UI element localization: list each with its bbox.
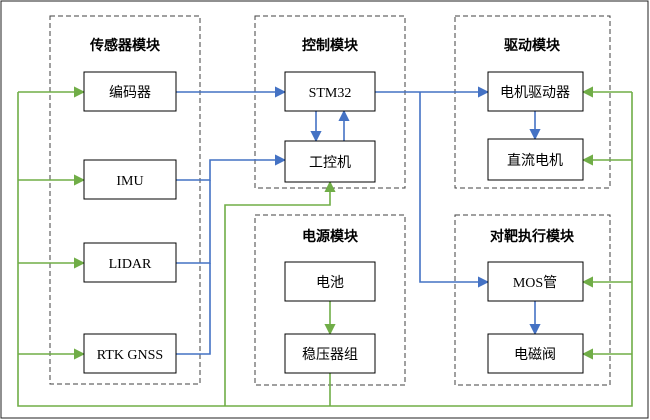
block-dc-motor-label: 直流电机 (507, 152, 563, 169)
block-dc-motor: 直流电机 (487, 138, 584, 181)
block-regulator-label: 稳压器组 (302, 347, 358, 363)
block-imu: IMU (83, 159, 177, 200)
block-lidar-label: LIDAR (109, 257, 152, 272)
block-encoder: 编码器 (83, 71, 177, 112)
block-ipc-label: 工控机 (309, 155, 351, 171)
block-solenoid: 电磁阀 (487, 333, 584, 374)
stm32-to-mos (419, 92, 490, 288)
rtk-to-ipc (176, 263, 211, 355)
block-battery: 电池 (284, 261, 376, 302)
block-stm32-label: STM32 (309, 86, 352, 101)
drive-module-title: 驱动模块 (504, 37, 561, 54)
block-rtk: RTK GNSS (83, 333, 177, 374)
power-to-ipc (224, 180, 336, 406)
block-motor-driver-label: 电机驱动器 (500, 85, 570, 101)
block-ipc: 工控机 (284, 140, 376, 183)
power-wires (17, 86, 633, 407)
block-rtk-label: RTK GNSS (97, 348, 163, 363)
block-encoder-label: 编码器 (109, 85, 151, 101)
block-mos-label: MOS管 (513, 275, 557, 291)
block-mos: MOS管 (487, 261, 584, 302)
block-stm32: STM32 (284, 71, 376, 112)
signal-wires (176, 86, 541, 355)
sensor-module-frame (49, 15, 201, 385)
block-imu-label: IMU (116, 174, 143, 189)
block-lidar: LIDAR (83, 242, 177, 283)
target-module-frame (454, 214, 611, 386)
target-module-title: 对靶执行模块 (490, 228, 575, 245)
control-module-title: 控制模块 (302, 37, 359, 54)
drive-module-frame (454, 15, 611, 189)
imu-to-ipc (176, 154, 287, 181)
power-bus-loop (17, 92, 633, 407)
block-battery-label: 电池 (316, 275, 344, 291)
sensor-module-title: 传感器模块 (89, 37, 161, 54)
block-regulator: 稳压器组 (284, 333, 376, 374)
block-solenoid-label: 电磁阀 (514, 347, 556, 363)
lidar-to-ipc (176, 180, 211, 264)
block-motor-driver: 电机驱动器 (487, 71, 584, 112)
power-module-title: 电源模块 (302, 228, 359, 245)
